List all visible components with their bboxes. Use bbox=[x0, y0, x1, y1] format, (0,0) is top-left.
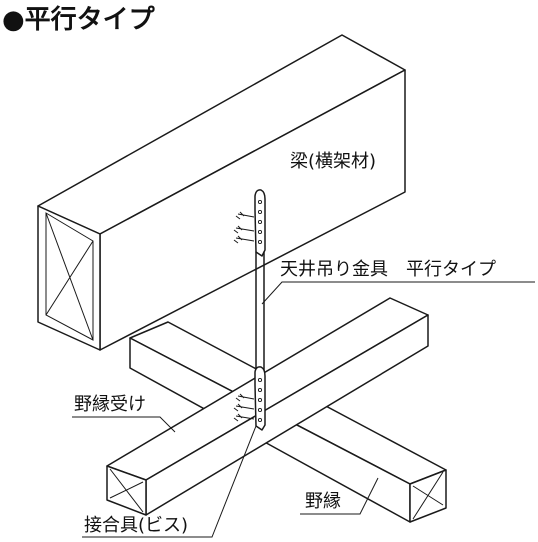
joist-leader-line bbox=[300, 477, 379, 515]
lower-screw bbox=[233, 403, 255, 412]
fastener-leader-line bbox=[82, 425, 257, 538]
lower-screw bbox=[233, 413, 255, 422]
hanger-label: 天井吊り金具 平行タイプ bbox=[280, 259, 496, 280]
beam-end-cross bbox=[45, 212, 94, 341]
fastener-label: 接合具(ビス) bbox=[84, 515, 188, 536]
upper-hole bbox=[257, 239, 263, 245]
runner bbox=[106, 297, 429, 516]
hanger-strap bbox=[255, 251, 265, 373]
upper-screw bbox=[233, 225, 255, 234]
joist-label: 野縁 bbox=[305, 491, 341, 512]
lower-hole bbox=[257, 417, 263, 423]
diagram-title: ●平行タイプ bbox=[2, 4, 156, 35]
upper-hole bbox=[257, 199, 263, 205]
ceiling-hanger bbox=[233, 189, 266, 431]
lower-hole bbox=[257, 387, 263, 393]
upper-screw bbox=[233, 235, 255, 244]
upper-hole bbox=[257, 219, 263, 225]
lower-hole bbox=[257, 377, 263, 383]
runner-label: 野縁受け bbox=[74, 394, 146, 415]
lower-hole bbox=[257, 397, 263, 403]
lower-hole bbox=[257, 407, 263, 413]
joist-end-cross bbox=[412, 471, 444, 520]
upper-hole bbox=[257, 229, 263, 235]
runner-leader-line bbox=[72, 416, 176, 433]
runner-end-cross bbox=[109, 468, 144, 513]
beam-label: 梁(横架材) bbox=[290, 151, 376, 172]
hanger-leader-line bbox=[261, 281, 535, 305]
beam bbox=[37, 34, 406, 351]
lower-screw bbox=[235, 393, 255, 402]
upper-hole bbox=[257, 209, 263, 215]
upper-screw bbox=[235, 211, 255, 220]
